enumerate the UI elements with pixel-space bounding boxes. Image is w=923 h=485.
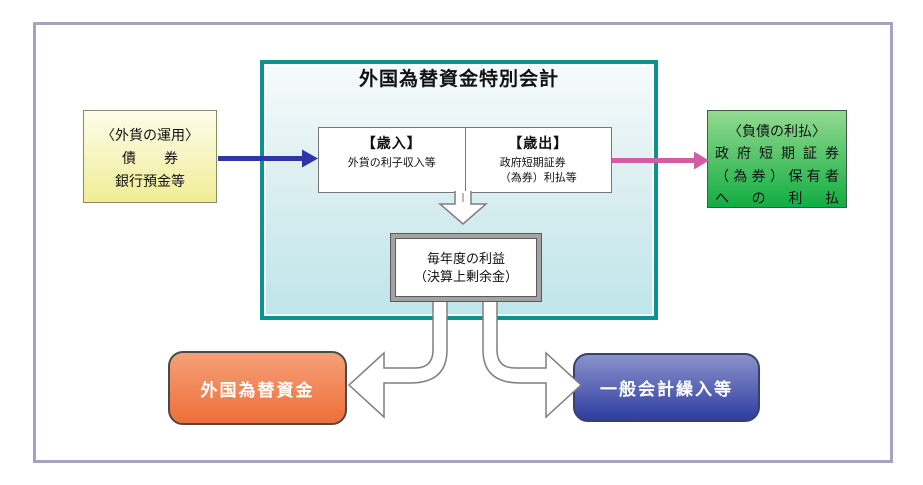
revenue-header: 【歳入】 [361,135,422,151]
revenue-column: 【歳入】 外貨の利子収入等 [319,128,465,192]
assets-heading: 〈外貨の運用〉 [101,127,199,143]
foreign-exchange-fund-box: 外国為替資金 [168,351,347,425]
column-divider [464,128,466,192]
expenditure-detail-line2: （為券）利払等 [499,171,577,184]
special-account-title: 外国為替資金特別会計 [358,69,559,90]
yearly-profit-line1: 毎年度の利益 [426,250,505,266]
yearly-profit-box: 毎年度の利益 （決算上剰余金） [390,233,542,302]
expenditure-detail: 政府短期証券 （為券）利払等 [466,156,612,186]
liability-line2: （為券）保有者 [715,167,839,184]
liability-heading: 〈負債の利払〉 [728,123,826,139]
liability-interest-box: 〈負債の利払〉 政府短期証券 （為券）保有者 への利払 [707,110,847,208]
assets-line2: 銀行預金等 [115,173,185,190]
expenditure-column: 【歳出】 政府短期証券 （為券）利払等 [466,128,612,192]
general-account-transfer-box: 一般会計繰入等 [573,353,760,422]
expenditure-header: 【歳出】 [508,135,569,151]
general-account-label: 一般会計繰入等 [600,380,733,399]
expenditure-detail-line1: 政府短期証券 [499,157,566,169]
fund-label: 外国為替資金 [200,380,315,400]
liability-line3: への利払 [715,190,839,207]
assets-line1: 債 券 [122,150,178,167]
liability-line1: 政府短期証券 [715,145,839,162]
foreign-currency-investment-box: 〈外貨の運用〉 債 券 銀行預金等 [83,110,217,203]
revenue-detail: 外貨の利子収入等 [347,157,436,169]
yearly-profit-line2: （決算上剰余金） [413,268,518,284]
revenue-expenditure-box: 【歳入】 外貨の利子収入等 【歳出】 政府短期証券 （為券）利払等 [318,127,612,193]
